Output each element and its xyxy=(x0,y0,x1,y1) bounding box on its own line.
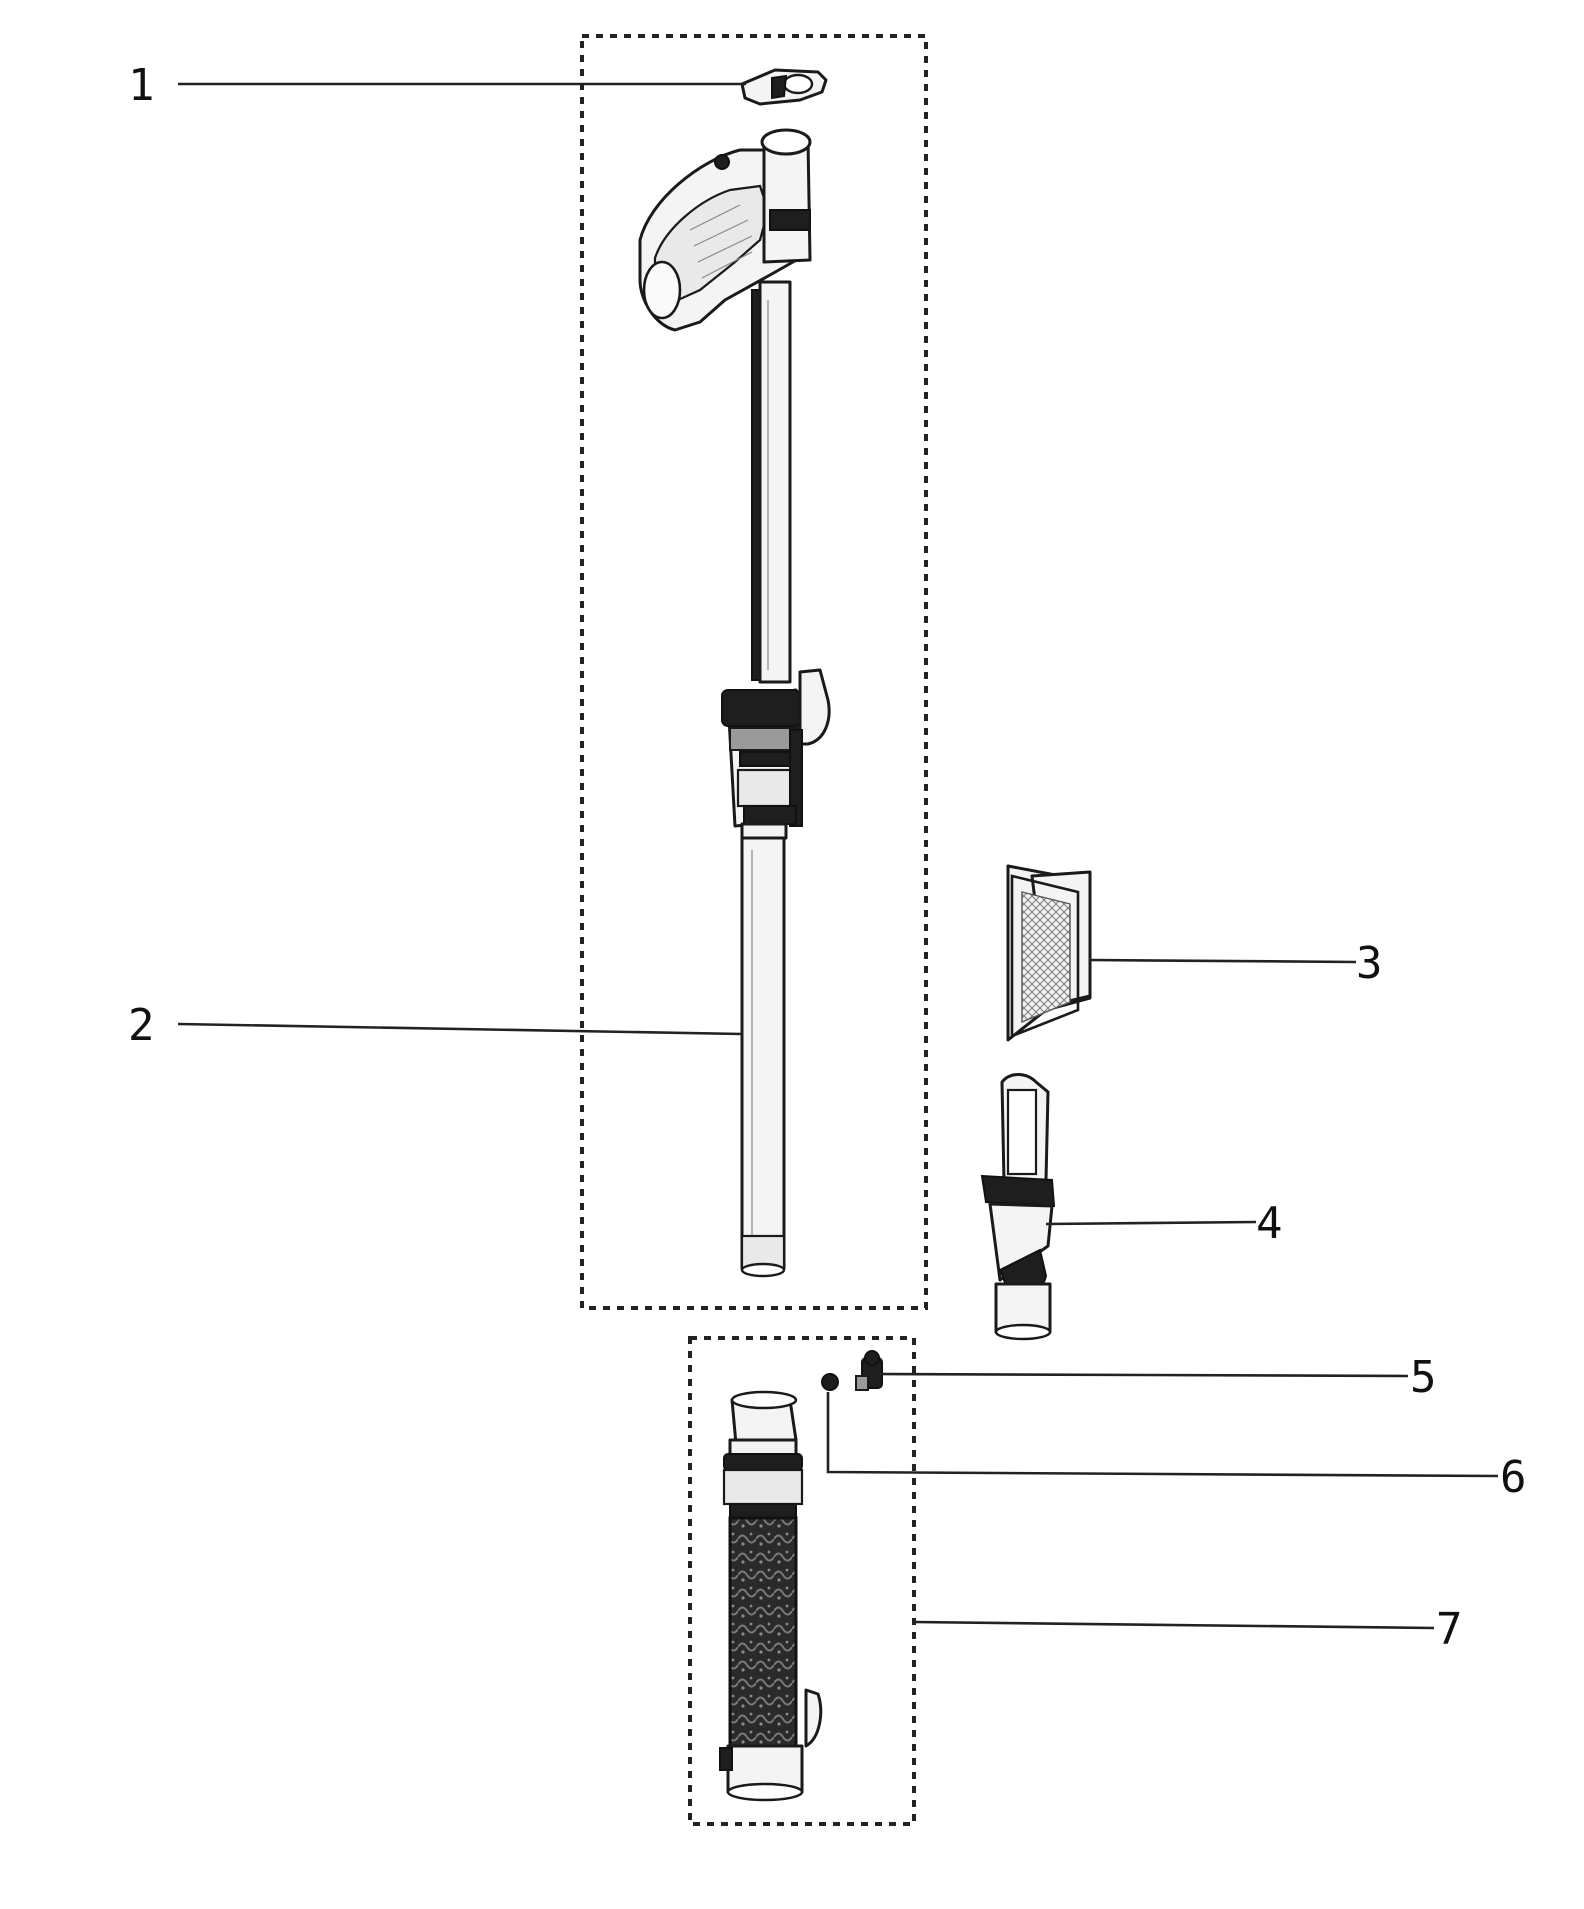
callout-3: 3 xyxy=(1356,938,1383,989)
callout-4: 4 xyxy=(1256,1198,1283,1249)
wand-group-box xyxy=(580,34,928,1310)
screw-icon xyxy=(855,1350,883,1391)
crevice-tool-icon xyxy=(980,1073,1056,1341)
hose-cuff-assembly-icon xyxy=(719,1390,823,1802)
instruction-sheet-icon xyxy=(1006,864,1092,1042)
leader-line-5 xyxy=(877,1372,1409,1378)
leader-line-2 xyxy=(177,1022,743,1036)
callout-7: 7 xyxy=(1436,1604,1463,1655)
wand-assembly-icon xyxy=(638,128,831,1278)
callout-2: 2 xyxy=(128,1000,155,1051)
leader-line-6 xyxy=(826,1392,1499,1478)
leader-line-7 xyxy=(913,1620,1435,1630)
clip-icon xyxy=(740,68,828,106)
leader-line-4 xyxy=(1045,1220,1257,1226)
leader-line-3 xyxy=(1089,958,1357,964)
callout-5: 5 xyxy=(1410,1352,1437,1403)
hose-group-box xyxy=(688,1336,916,1826)
callout-6: 6 xyxy=(1500,1452,1527,1503)
ball-icon xyxy=(821,1373,839,1391)
callout-1: 1 xyxy=(128,60,155,111)
